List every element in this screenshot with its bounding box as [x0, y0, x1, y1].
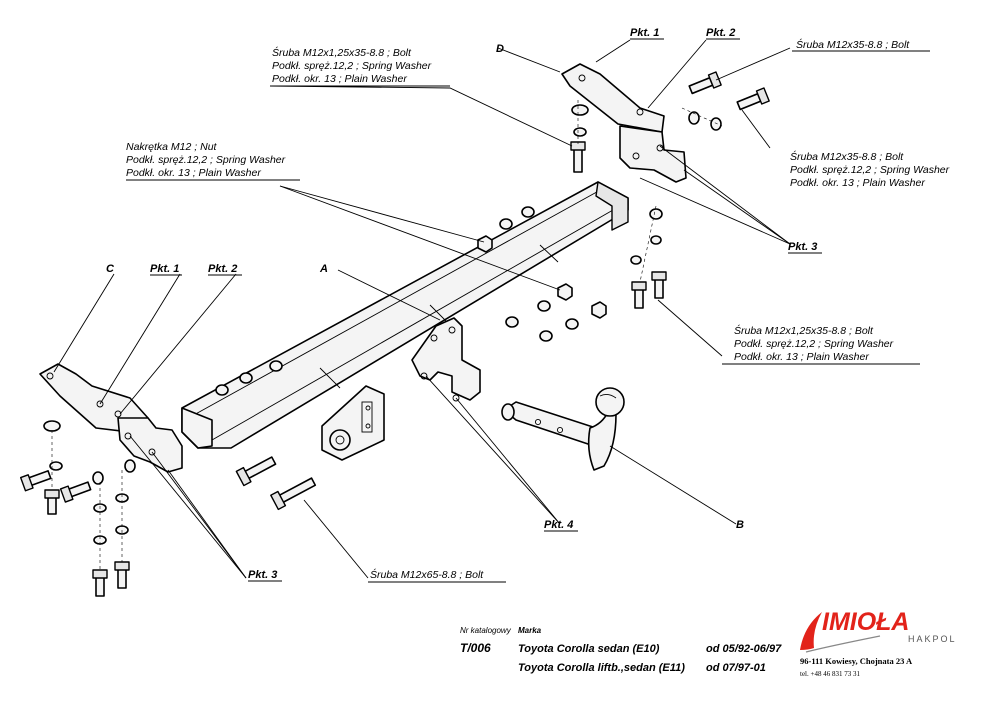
- side-bracket-c: [39, 363, 183, 473]
- model-2-period: od 07/97-01: [706, 662, 766, 674]
- bolts-vertical: [44, 141, 667, 597]
- note-top-bolt-line1: Śruba M12x1,25x35-8.8 ; Bolt: [272, 46, 412, 59]
- company-block: IMIOŁA HAKPOL 96-111 Kowiesy, Chojnata 2…: [800, 608, 957, 678]
- note-right-mid-line1: Śruba M12x35-8.8 ; Bolt: [790, 150, 904, 163]
- side-bracket-d: [561, 63, 687, 183]
- note-nut-line2: Podkł. spręż.12,2 ; Spring Washer: [126, 154, 286, 166]
- note-right-low-line1: Śruba M12x1,25x35-8.8 ; Bolt: [734, 324, 874, 337]
- callout-labels: Pkt. 1 Pkt. 2 D Pkt. 3 A C Pkt. 1 Pkt. 2…: [106, 27, 822, 582]
- model-2-name: Toyota Corolla liftb.,sedan (E11): [518, 662, 685, 674]
- nuts-and-washers: [43, 104, 722, 545]
- callout-label-c: C: [106, 263, 115, 275]
- callout-pkt1-left: Pkt. 1: [150, 263, 179, 275]
- company-phone: tel. +48 46 831 73 31: [800, 670, 860, 678]
- catalog-number: T/006: [460, 641, 491, 655]
- note-right-mid-line3: Podkł. okr. 13 ; Plain Washer: [790, 177, 925, 189]
- callout-pkt1-top: Pkt. 1: [630, 27, 659, 39]
- socket-plate: [321, 385, 385, 461]
- product-table: Nr katalogowy Marka T/006 Toyota Corolla…: [460, 626, 782, 674]
- brand-header: Marka: [518, 626, 542, 635]
- tow-ball-neck-b: [501, 387, 625, 471]
- assembly-dash-lines: [51, 100, 723, 570]
- callout-pkt2-left: Pkt. 2: [208, 263, 237, 275]
- logo-swoosh-icon: [800, 612, 822, 650]
- callout-label-d: D: [496, 43, 504, 55]
- model-1-period: od 05/92-06/97: [706, 643, 782, 655]
- bolts-angled: [19, 71, 770, 511]
- company-sub: HAKPOL: [908, 634, 957, 644]
- company-address: 96-111 Kowiesy, Chojnata 23 A: [800, 656, 913, 666]
- hardware-notes: Śruba M12x1,25x35-8.8 ; Bolt Podkł. sprę…: [126, 38, 950, 583]
- note-right-top-bolt: Śruba M12x35-8.8 ; Bolt: [796, 38, 910, 51]
- cross-beam-a: [181, 181, 629, 449]
- catalog-number-header: Nr katalogowy: [460, 626, 512, 635]
- note-nut-line3: Podkł. okr. 13 ; Plain Washer: [126, 167, 261, 179]
- company-logo: IMIOŁA: [822, 608, 910, 636]
- model-1-name: Toyota Corolla sedan (E10): [518, 643, 660, 655]
- callout-pkt3-left: Pkt. 3: [248, 569, 277, 581]
- note-long-bolt: Śruba M12x65-8.8 ; Bolt: [370, 568, 484, 581]
- callout-pkt2-top: Pkt. 2: [706, 27, 735, 39]
- note-top-bolt-line2: Podkł. spręż.12,2 ; Spring Washer: [272, 60, 432, 72]
- note-right-low-line3: Podkł. okr. 13 ; Plain Washer: [734, 351, 869, 363]
- callout-pkt3-right: Pkt. 3: [788, 241, 817, 253]
- leader-lines: [53, 39, 791, 579]
- callout-pkt4: Pkt. 4: [544, 519, 573, 531]
- note-right-low-line2: Podkł. spręż.12,2 ; Spring Washer: [734, 338, 894, 350]
- note-top-bolt-line3: Podkł. okr. 13 ; Plain Washer: [272, 73, 407, 85]
- callout-label-a: A: [319, 263, 328, 275]
- note-nut-line1: Nakrętka M12 ; Nut: [126, 141, 218, 153]
- note-right-mid-line2: Podkł. spręż.12,2 ; Spring Washer: [790, 164, 950, 176]
- callout-label-b: B: [736, 519, 744, 531]
